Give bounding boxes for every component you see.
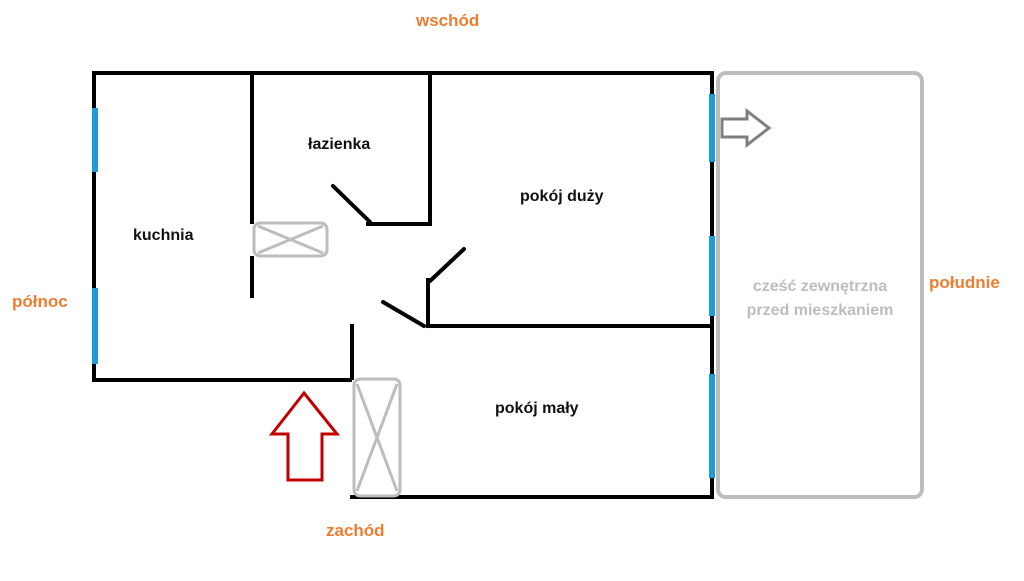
label-north: północ: [12, 292, 68, 311]
label-kitchen: kuchnia: [133, 227, 194, 244]
walls: [92, 71, 714, 499]
label-bathroom: łazienka: [308, 136, 371, 153]
label-outside-area: cześć zewnętrzna przed mieszkaniem: [730, 275, 910, 323]
label-south: południe: [929, 273, 1000, 292]
label-outside-line1: cześć zewnętrzna: [752, 278, 888, 295]
crossed-box-icon: [352, 377, 402, 498]
small-room-door: [381, 300, 426, 328]
label-east: wschód: [416, 11, 480, 30]
large-room-door: [428, 247, 466, 283]
label-west: zachód: [326, 521, 385, 540]
windows: [92, 94, 715, 478]
outside-area-outline: [716, 71, 924, 499]
label-large-room: pokój duży: [520, 188, 604, 205]
up-arrow-icon: [268, 390, 341, 482]
doors: [331, 184, 466, 328]
right-arrow-icon: [720, 107, 772, 149]
label-small-room: pokój mały: [495, 400, 579, 417]
bathroom-door: [331, 184, 372, 224]
crossed-box-icon: [252, 221, 329, 258]
label-outside-line2: przed mieszkaniem: [746, 302, 894, 319]
